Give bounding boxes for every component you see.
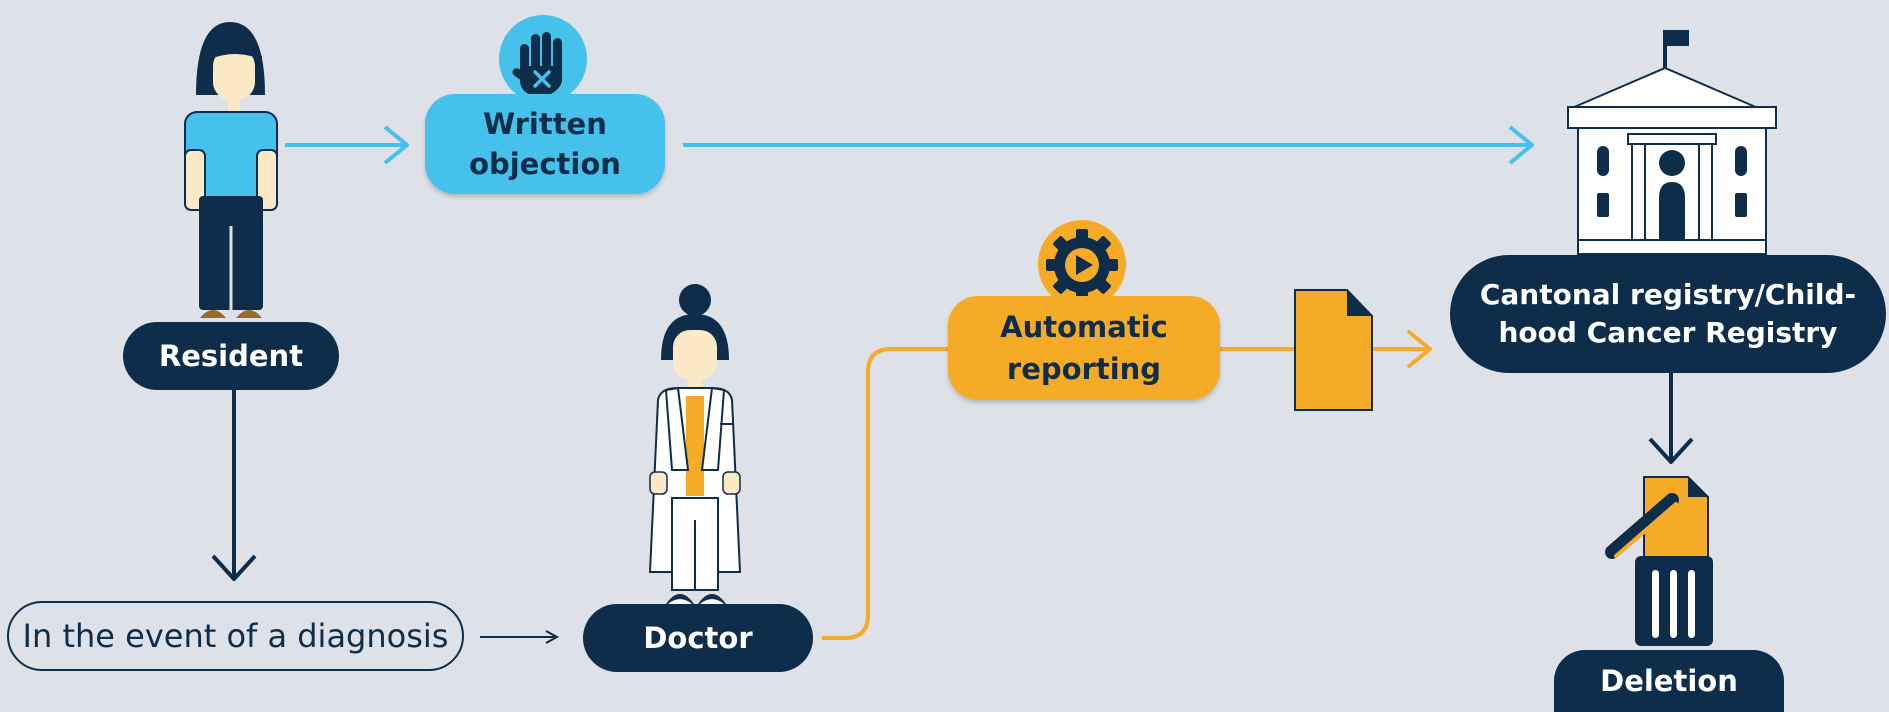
deletion-text: Deletion: [1600, 664, 1738, 698]
gear-play-icon: [1038, 220, 1126, 308]
resident-label: Resident: [123, 322, 339, 390]
arrow-resident-to-diagnosis: [211, 390, 257, 581]
arrow-registry-to-deletion: [1648, 372, 1694, 464]
arrow-resident-to-objection: [285, 125, 409, 165]
arrow-reporting-to-registry: [1218, 329, 1432, 369]
arrow-objection-to-registry: [683, 125, 1534, 165]
doctor-person-icon: [648, 284, 742, 604]
resident-person-icon: [184, 22, 278, 318]
hand-stop-icon: [499, 15, 587, 103]
document-shredder-icon: [1605, 476, 1713, 646]
written-objection-box: Written objection: [425, 94, 665, 194]
diagnosis-event-text: In the event of a diagnosis: [22, 617, 449, 655]
deletion-label: Deletion: [1554, 650, 1784, 712]
document-icon: [1294, 289, 1373, 411]
doctor-label: Doctor: [583, 604, 813, 672]
registry-text: Cantonal registry/Child- hood Cancer Reg…: [1479, 278, 1857, 349]
resident-text: Resident: [158, 339, 304, 373]
diagnosis-event-label: In the event of a diagnosis: [7, 601, 464, 671]
connector-doctor-to-reporting: [822, 347, 950, 640]
arrow-diagnosis-to-doctor: [480, 630, 560, 644]
doctor-text: Doctor: [643, 621, 753, 655]
automatic-reporting-text: Automatic reporting: [1000, 310, 1168, 386]
government-building-icon: [1567, 30, 1777, 255]
automatic-reporting-box: Automatic reporting: [948, 296, 1220, 400]
registry-label: Cantonal registry/Child- hood Cancer Reg…: [1450, 255, 1886, 373]
written-objection-text: Written objection: [469, 107, 621, 181]
